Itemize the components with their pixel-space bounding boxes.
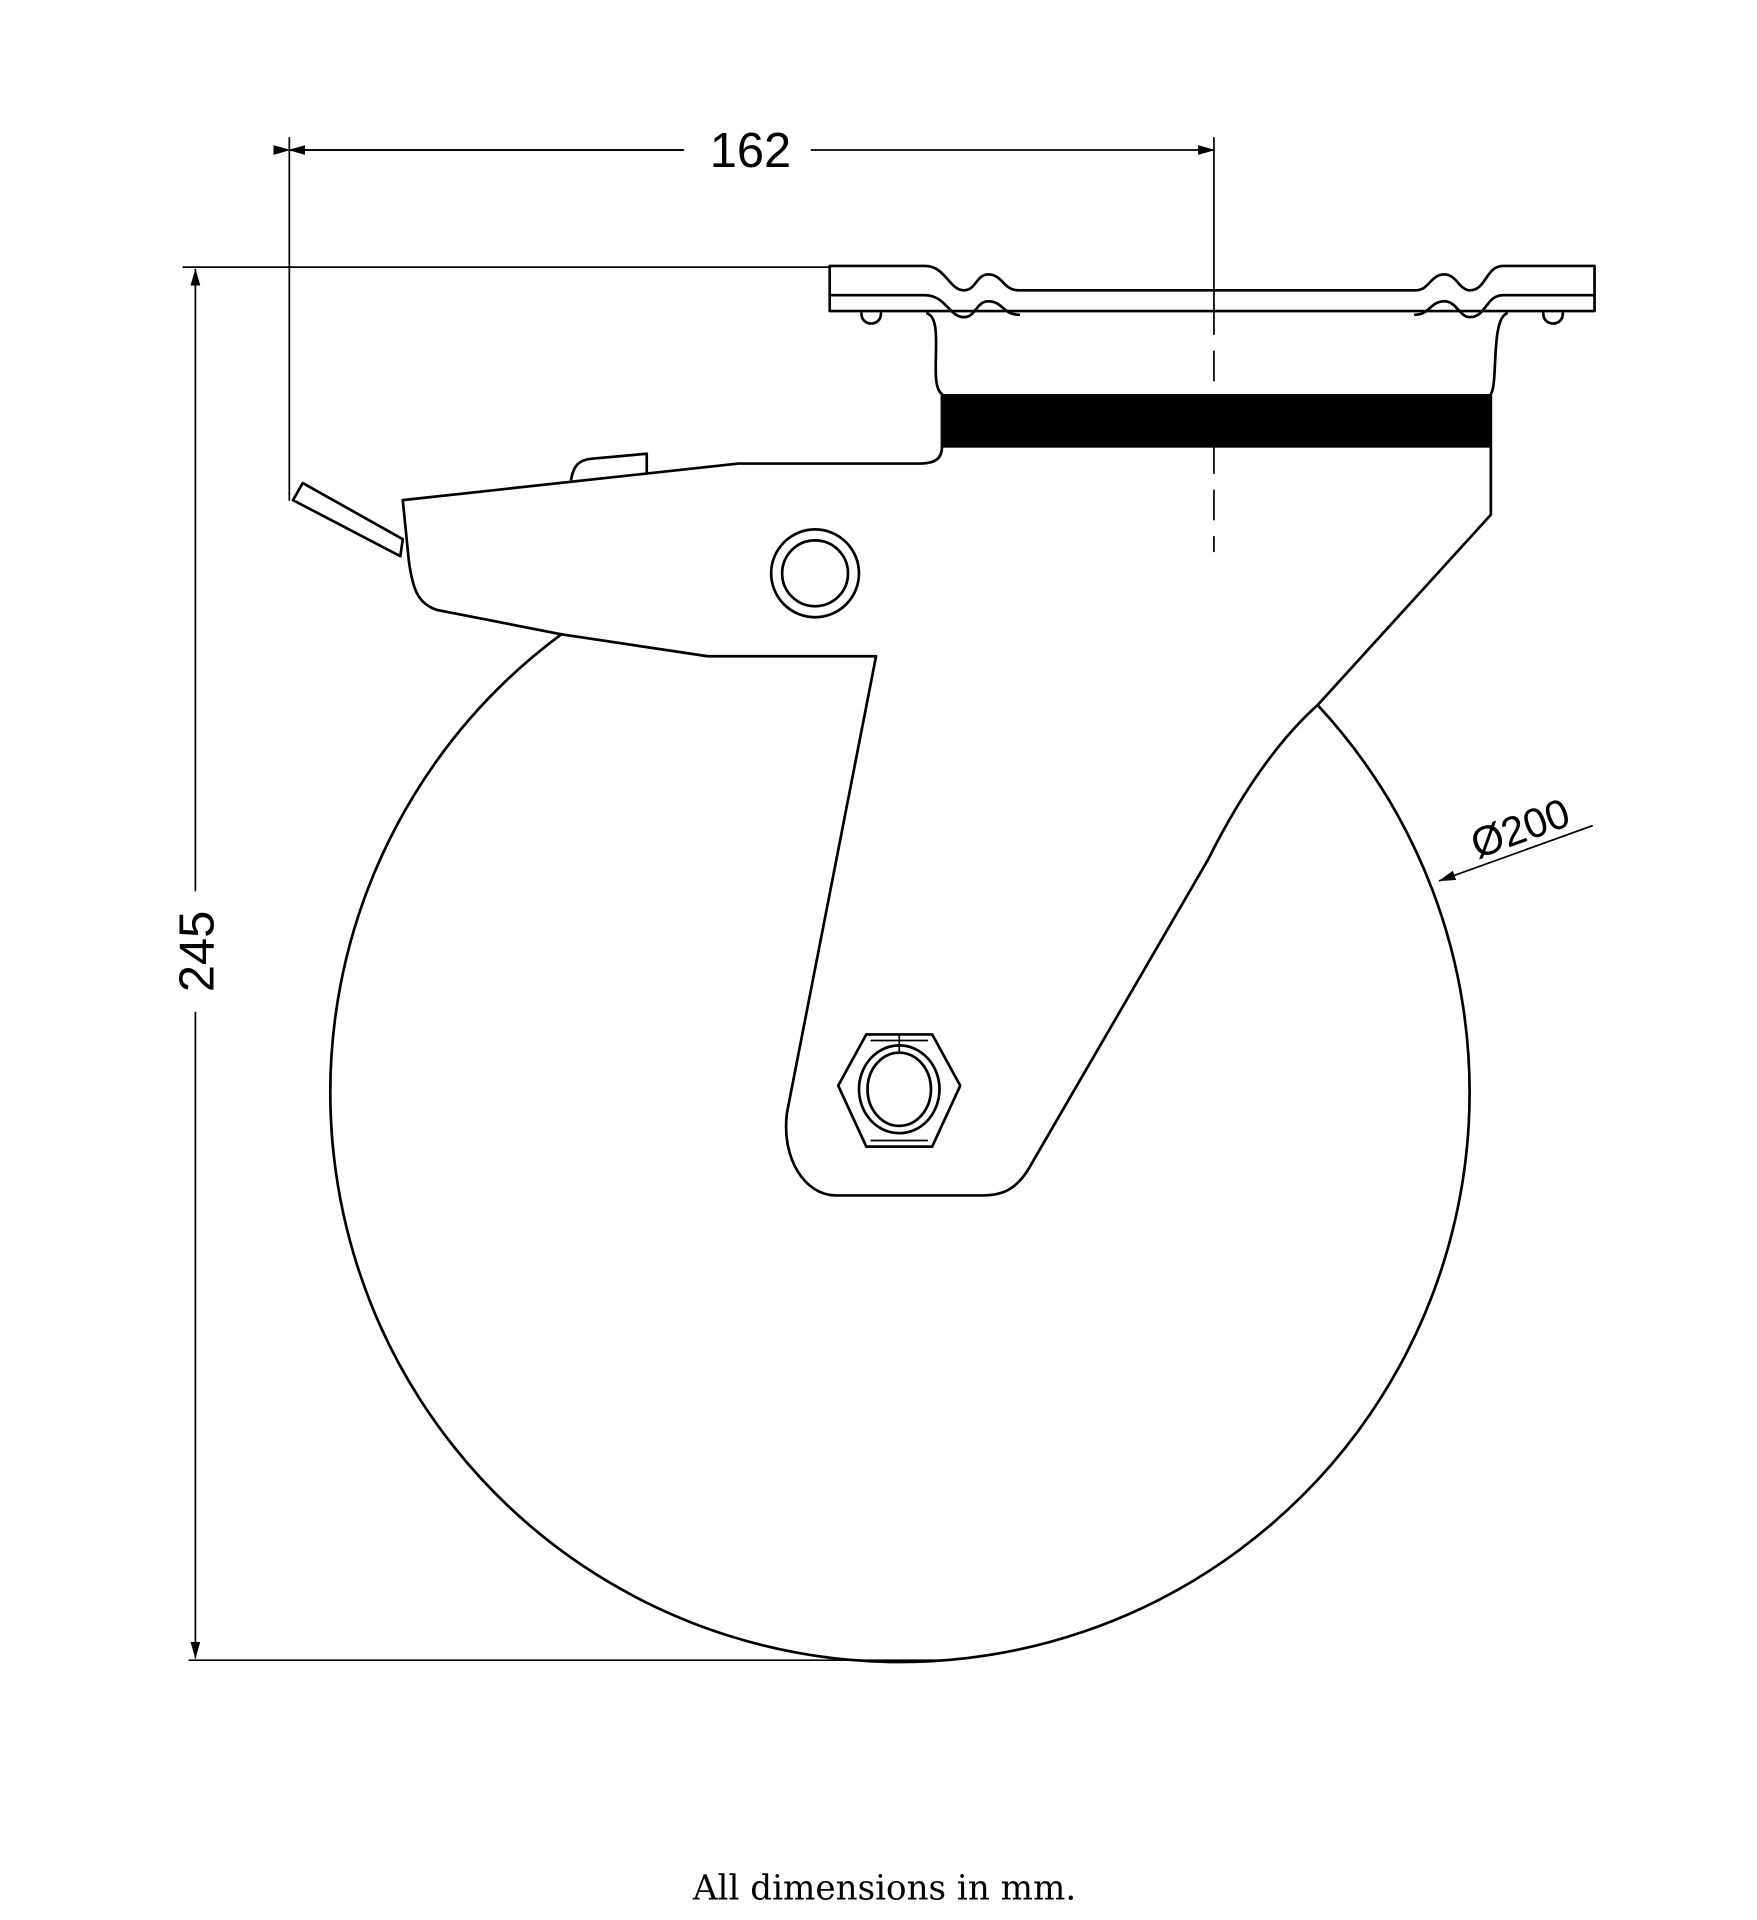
brake-pivot <box>769 528 861 619</box>
fork <box>401 312 1509 1197</box>
dimension-height: 245 <box>171 266 941 1662</box>
swivel-bearing <box>941 394 1491 448</box>
dimension-wheel-diameter-label: Ø200 <box>1464 789 1575 868</box>
brake-pedal <box>291 481 405 558</box>
dimension-offset: 162 <box>273 124 1216 501</box>
dimension-height-label: 245 <box>171 911 225 992</box>
brake-tab <box>569 452 649 481</box>
axle-nut <box>836 1033 962 1148</box>
units-note: All dimensions in mm. <box>692 1868 1076 1908</box>
dimension-wheel-diameter: Ø200 <box>1438 789 1593 882</box>
dimension-offset-label: 162 <box>710 124 791 178</box>
top-plate <box>828 264 1596 325</box>
wheel <box>328 632 1471 1664</box>
